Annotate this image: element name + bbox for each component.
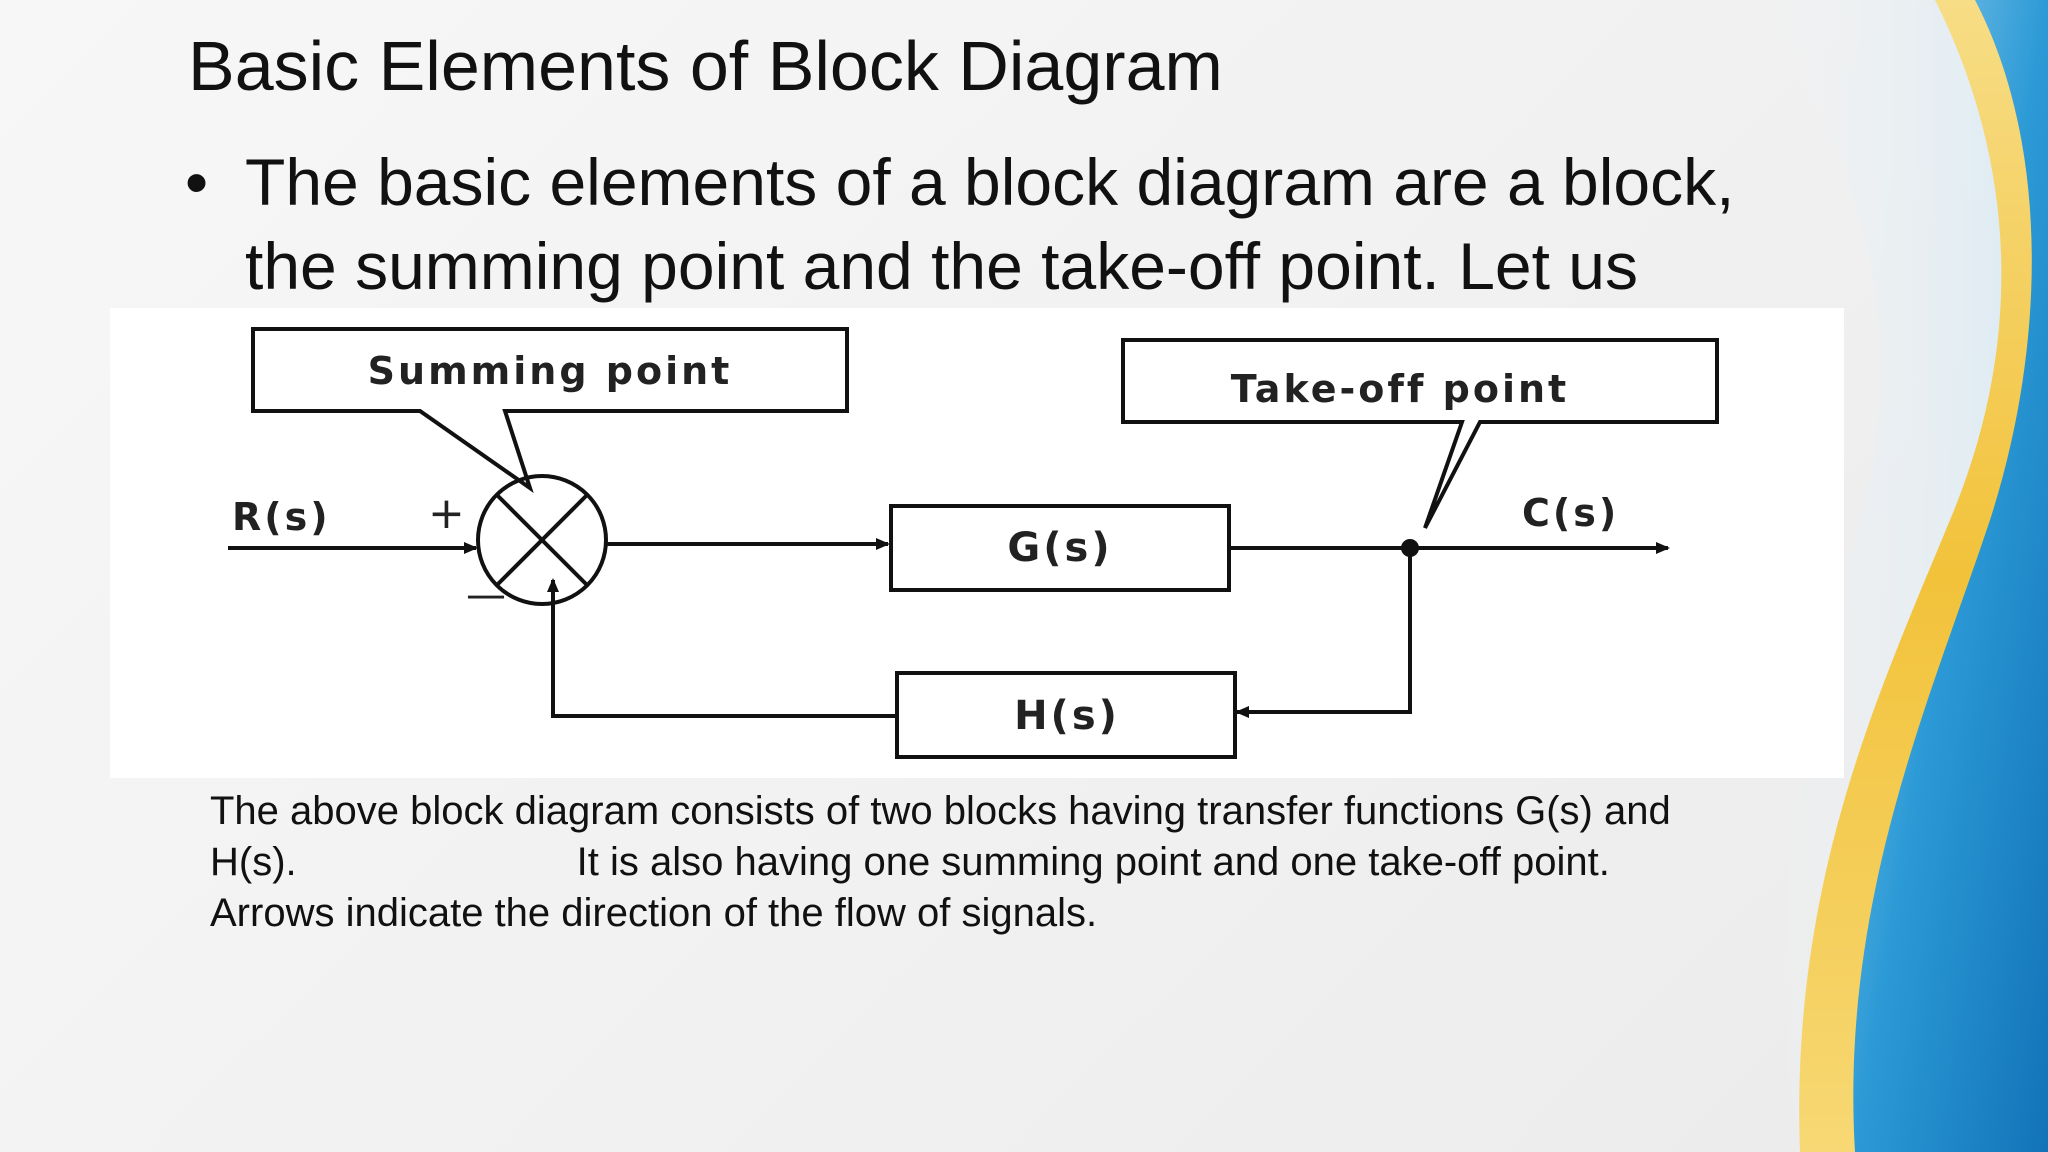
output-label: C(s)	[1522, 491, 1619, 535]
caption-line-1: The above block diagram consists of two …	[210, 789, 1671, 833]
forward-block-label: G(s)	[1007, 525, 1112, 571]
summing-point-callout	[251, 327, 849, 494]
input-label: R(s)	[232, 495, 331, 539]
feedback-line-right	[1235, 548, 1412, 718]
minus-sign: —	[466, 572, 506, 618]
summing-junction	[476, 474, 608, 606]
feedback-block	[895, 671, 1237, 759]
block-diagram: Summing point Take-off point R(s) + — G(…	[110, 308, 1844, 778]
plus-sign: +	[428, 488, 465, 539]
summing-point-label: Summing point	[368, 349, 733, 393]
bullet-marker: •	[185, 145, 209, 219]
caption-line-2: H(s). It is also having one summing point…	[210, 837, 1830, 888]
feedback-line-left	[547, 578, 897, 718]
block-diagram-svg: Summing point Take-off point R(s) + — G(…	[228, 327, 1719, 759]
feedback-block-label: H(s)	[1014, 693, 1120, 739]
caption-line-2-b: It is also having one summing point and …	[576, 840, 1610, 884]
caption-line-2-a: H(s).	[210, 840, 297, 884]
takeoff-point-callout	[1121, 338, 1719, 529]
bullet-text: The basic elements of a block diagram ar…	[245, 145, 1735, 303]
caption: The above block diagram consists of two …	[210, 786, 1830, 939]
caption-line-3: Arrows indicate the direction of the flo…	[210, 891, 1098, 935]
slide-title: Basic Elements of Block Diagram	[188, 27, 1223, 105]
takeoff-point-label: Take-off point	[1231, 367, 1569, 411]
